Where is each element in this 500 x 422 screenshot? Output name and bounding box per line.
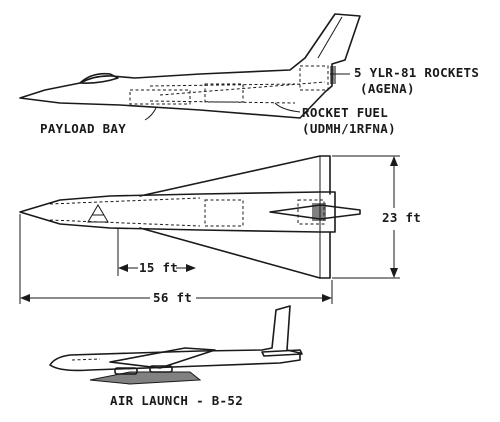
wing-root-arrow-right [186, 264, 196, 272]
plan-cockpit [87, 204, 109, 223]
side-tank-lower [149, 100, 296, 104]
side-wing-line [159, 81, 326, 96]
side-engine-bay [299, 65, 329, 91]
length-arrow-left [20, 294, 30, 302]
rockets-label-line2: (AGENA) [360, 81, 415, 96]
span-dimension-label: 23 ft [382, 210, 422, 225]
plan-engine-bay [297, 199, 325, 225]
b52-fuselage [49, 305, 301, 372]
wing-root-arrow-left [118, 264, 128, 272]
length-arrow-right [322, 294, 332, 302]
rockets-label-line1: 5 YLR-81 ROCKETS [354, 65, 480, 80]
plan-view [19, 155, 361, 279]
b52-wing [109, 347, 216, 369]
tail-fin-inner [317, 16, 343, 59]
plan-fuselage-outline [19, 191, 336, 233]
plan-fuel-tank [204, 199, 244, 227]
plan-stabilizer [269, 204, 361, 220]
fuel-label-line2: (UDMH/1RFNA) [302, 121, 396, 136]
wing-root-dimension-label: 15 ft [139, 260, 179, 275]
side-fuel-tank [204, 83, 244, 103]
plan-wing-upper [139, 155, 331, 197]
plan-nozzles [312, 203, 326, 221]
span-arrow-top [390, 156, 398, 166]
side-fuselage-outline [19, 13, 361, 119]
span-arrow-bottom [390, 268, 398, 278]
air-launch-caption: AIR LAUNCH - B-52 [110, 393, 244, 408]
side-nozzles [330, 66, 336, 84]
b52-launch-view [49, 305, 303, 385]
carried-vehicle-outline [89, 371, 202, 385]
b52-window-line [71, 358, 101, 361]
plan-wing-lower [139, 227, 331, 279]
fuel-label-line1: ROCKET FUEL [302, 105, 389, 120]
b52-tail-stabilizer [261, 349, 303, 357]
payload-leader [144, 107, 157, 121]
side-payload-bay [129, 89, 191, 105]
payload-bay-label: PAYLOAD BAY [40, 121, 127, 136]
dimensions [19, 155, 400, 304]
length-dimension-label: 56 ft [153, 290, 193, 305]
side-tank-forward [149, 83, 296, 87]
carried-vehicle [90, 372, 200, 384]
side-view [19, 13, 361, 121]
canopy [79, 72, 119, 84]
fuel-leader [274, 102, 301, 113]
